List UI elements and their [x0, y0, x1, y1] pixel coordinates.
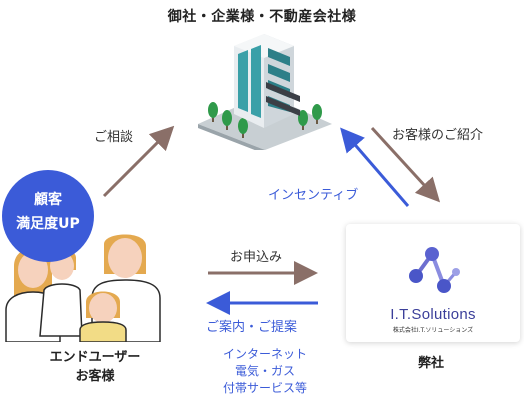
building-icon	[198, 34, 332, 150]
company-brand-sub: 株式会社I.T.ソリューションズ	[392, 327, 474, 334]
consult-label: ご相談	[94, 130, 134, 145]
apply-label: お申込み	[230, 250, 283, 265]
badge-line-2: 満足度UP	[16, 216, 80, 232]
incentive-arrow	[340, 127, 410, 207]
customer-label-line-1: エンドユーザー	[49, 350, 141, 365]
services-list: インターネット 電気・ガス 付帯サービス等	[200, 346, 330, 397]
service-item: 付帯サービス等	[222, 381, 307, 395]
customer-label: エンドユーザー お客様	[20, 348, 170, 386]
company-brand: I.T.Solutions	[390, 306, 476, 323]
page-title: 御社・企業様・不動産会社様	[167, 9, 357, 25]
satisfaction-badge: 顧客 満足度UP	[2, 170, 94, 262]
badge-line-1: 顧客	[34, 192, 62, 208]
introduce-arrow	[370, 126, 441, 203]
family-illustration	[5, 234, 161, 342]
consult-arrow	[102, 125, 175, 198]
customer-label-line-2: お客様	[75, 369, 115, 384]
introduce-label: お客様のご紹介	[392, 128, 484, 143]
service-item: インターネット	[222, 347, 307, 361]
company-logo-icon	[409, 247, 460, 293]
proposal-label: ご案内・ご提案	[206, 320, 298, 335]
incentive-label: インセンティブ	[268, 188, 359, 203]
service-item: 電気・ガス	[234, 364, 295, 378]
company-label: 弊社	[417, 356, 444, 371]
company-card: I.T.Solutions 株式会社I.T.ソリューションズ	[346, 224, 520, 342]
